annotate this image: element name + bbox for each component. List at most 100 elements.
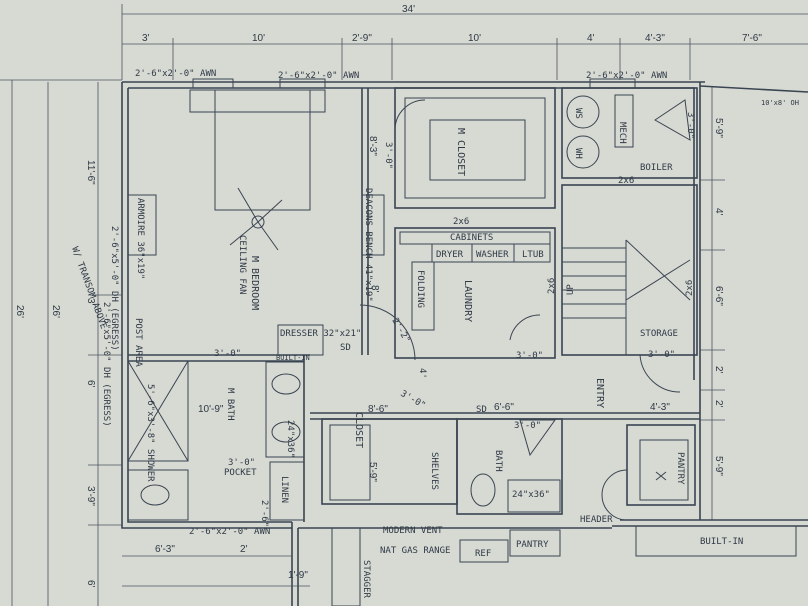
stagger-label: STAGGER xyxy=(361,560,371,599)
right-dim-3: 6'-6" xyxy=(713,286,724,306)
window-awn-2: 2'-6"x2'-0" AWN xyxy=(278,71,359,81)
left-dim-inner: 26' xyxy=(50,305,61,318)
top-dimension-strings: 34' 3' 10' 2'-9" 10' 4' 4'-3" 7'-6" xyxy=(121,4,808,80)
left-dim-3-9: 3'-9" xyxy=(85,486,96,506)
nat-gas-range-label: NAT GAS RANGE xyxy=(380,546,450,556)
master-bedroom: ARMOIRE 36"x19" CEILING FAN M BEDROOM DR… xyxy=(127,88,385,367)
dim-2-6: 2'-6" xyxy=(259,500,269,527)
room-m-closet: M CLOSET xyxy=(455,128,466,176)
room-closet: CLOSET xyxy=(353,412,364,448)
built-in-label-small: BUILT-IN xyxy=(276,354,310,362)
left-dim-6-bottom: 6' xyxy=(85,580,96,588)
washer-label: WASHER xyxy=(476,250,509,260)
two-x-six-label-4: 2x6 xyxy=(685,280,695,296)
left-dim-11-6: 11'-6" xyxy=(85,160,96,185)
right-dimension-strings: 5'-9" 4' 6'-6" 2' 2' 5'-9" xyxy=(700,86,725,520)
folding-label: FOLDING xyxy=(415,270,425,308)
shower-label: 5'-6"x3'-8" SHOWER xyxy=(145,384,155,482)
room-bath: BATH xyxy=(493,450,503,472)
stairs-up-label: UP xyxy=(566,284,576,295)
vanity-label: 24"x36" xyxy=(285,420,295,458)
armoire-label: ARMOIRE 36"x19" xyxy=(135,198,145,279)
kitchen-edge: MODERN VENT NAT GAS RANGE REF PANTRY HEA… xyxy=(291,515,797,606)
two-x-six-label-2: 2x6 xyxy=(453,217,469,227)
window-awn-4: 2'-6"x2'-0" AWN xyxy=(189,527,270,537)
pantry: PANTRY xyxy=(601,424,696,521)
room-linen: LINEN xyxy=(279,476,289,503)
dryer-label: DRYER xyxy=(436,250,464,260)
sd-label-1: SD xyxy=(340,343,351,353)
dim-4-3: 4'-3" xyxy=(650,402,670,413)
dresser-label: DRESSER 32"x21" xyxy=(280,329,361,339)
cabinets-label: CABINETS xyxy=(450,233,493,243)
room-laundry: LAUNDRY xyxy=(462,280,473,322)
dim-3-0-small-bath: 3'-0" xyxy=(514,421,541,431)
ltub-label: LTUB xyxy=(522,250,544,260)
ref-label: REF xyxy=(475,549,491,559)
window-oh-right: 10'x8' OH xyxy=(761,99,799,107)
left-dim-3: 3' xyxy=(85,298,96,306)
dim-5-9: 5'-9" xyxy=(367,462,378,482)
dim-3-0-laundry: 3'-0" xyxy=(516,351,543,361)
top-dim-3: 2'-9" xyxy=(352,33,372,44)
post-area-label: POST AREA xyxy=(133,318,143,367)
right-dim-5: 2' xyxy=(713,400,724,408)
left-dim-outer: 26' xyxy=(14,305,25,318)
dim-3-0-bath: 3'-0" xyxy=(214,349,241,359)
dim-3-0-storage: 3'-0" xyxy=(648,350,675,360)
header-label: HEADER xyxy=(580,515,613,525)
mechanical-room: WS WH MECH BOILER 2x6 3'-0" xyxy=(561,87,698,186)
bottom-dim-1-9: 1'-9" xyxy=(288,570,308,581)
dim-3-0-mech: 3'-0" xyxy=(685,112,695,139)
pocket-label: POCKET xyxy=(224,468,257,478)
pantry-small-label: PANTRY xyxy=(516,540,549,550)
ws-label: WS xyxy=(573,108,583,119)
room-mech: MECH xyxy=(617,122,627,144)
dim-6-6: 6'-6" xyxy=(494,402,514,413)
master-bath: 5'-6"x3'-8" SHOWER M BATH 10'-9" 3'-0" 2… xyxy=(127,349,310,527)
top-dim-4: 10' xyxy=(468,33,481,44)
window-egress-1: 2'-6"x5'-0" DH (EGRESS) xyxy=(109,226,119,351)
ceiling-fan-icon xyxy=(229,187,283,251)
right-dim-6: 5'-9" xyxy=(713,456,724,476)
top-dim-1: 3' xyxy=(142,33,150,44)
top-dim-6: 4'-3" xyxy=(645,33,665,44)
dim-8-6: 8'-6" xyxy=(368,404,388,415)
two-x-six-label-3: 2x6 xyxy=(547,278,557,294)
dim-10-9: 10'-9" xyxy=(198,404,224,415)
sd-label-2: SD xyxy=(476,405,487,415)
modern-vent-label: MODERN VENT xyxy=(383,526,443,536)
bottom-dim-6-3: 6'-3" xyxy=(155,544,175,555)
bottom-dim-2: 2' xyxy=(240,544,248,555)
ceiling-fan-label: CEILING FAN xyxy=(237,235,247,295)
top-dim-2: 10' xyxy=(252,33,265,44)
laundry-room: 2x6 CABINETS DRYER WASHER LTUB FOLDING L… xyxy=(394,217,556,361)
window-awn-3: 2'-6"x2'-0" AWN xyxy=(586,71,667,81)
wh-label: WH xyxy=(573,148,583,159)
right-dim-2: 4' xyxy=(713,208,724,216)
dim-3-0-closet: 3'-0" xyxy=(383,142,393,169)
room-boiler: BOILER xyxy=(640,163,673,173)
master-closet: 3'-0" M CLOSET xyxy=(383,87,556,209)
right-dim-1: 5'-9" xyxy=(713,118,724,138)
window-egress-2: 2'-6"x5'-0" DH (EGRESS) xyxy=(101,302,111,427)
right-dim-4: 2' xyxy=(713,366,724,374)
small-bath: 24"x36" BATH 3'-0" xyxy=(456,418,563,515)
dim-3-0-pocket: 3'-0" xyxy=(228,458,255,468)
left-dim-6: 6' xyxy=(85,380,96,388)
deacons-bench-label: DEACONS BENCH 41"x19" xyxy=(363,188,373,302)
room-pantry: PANTRY xyxy=(675,452,685,485)
dim-8: 8' xyxy=(369,285,380,293)
dim-4: 4' xyxy=(417,368,427,379)
top-dim-7: 7'-6" xyxy=(742,33,762,44)
room-storage: STORAGE xyxy=(640,329,678,339)
two-x-six-label-1: 2x6 xyxy=(618,176,634,186)
room-m-bath: M BATH xyxy=(225,388,235,421)
built-in-label: BUILT-IN xyxy=(700,537,743,547)
window-awn-1: 2'-6"x2'-0" AWN xyxy=(135,69,216,79)
top-dim-5: 4' xyxy=(587,33,595,44)
room-entry: ENTRY xyxy=(594,378,605,408)
left-dimension-strings: 26' 26' 11'-6" 3' 6' 3'-9" 6' xyxy=(0,79,122,606)
shower-small-label: 24"x36" xyxy=(512,490,550,500)
